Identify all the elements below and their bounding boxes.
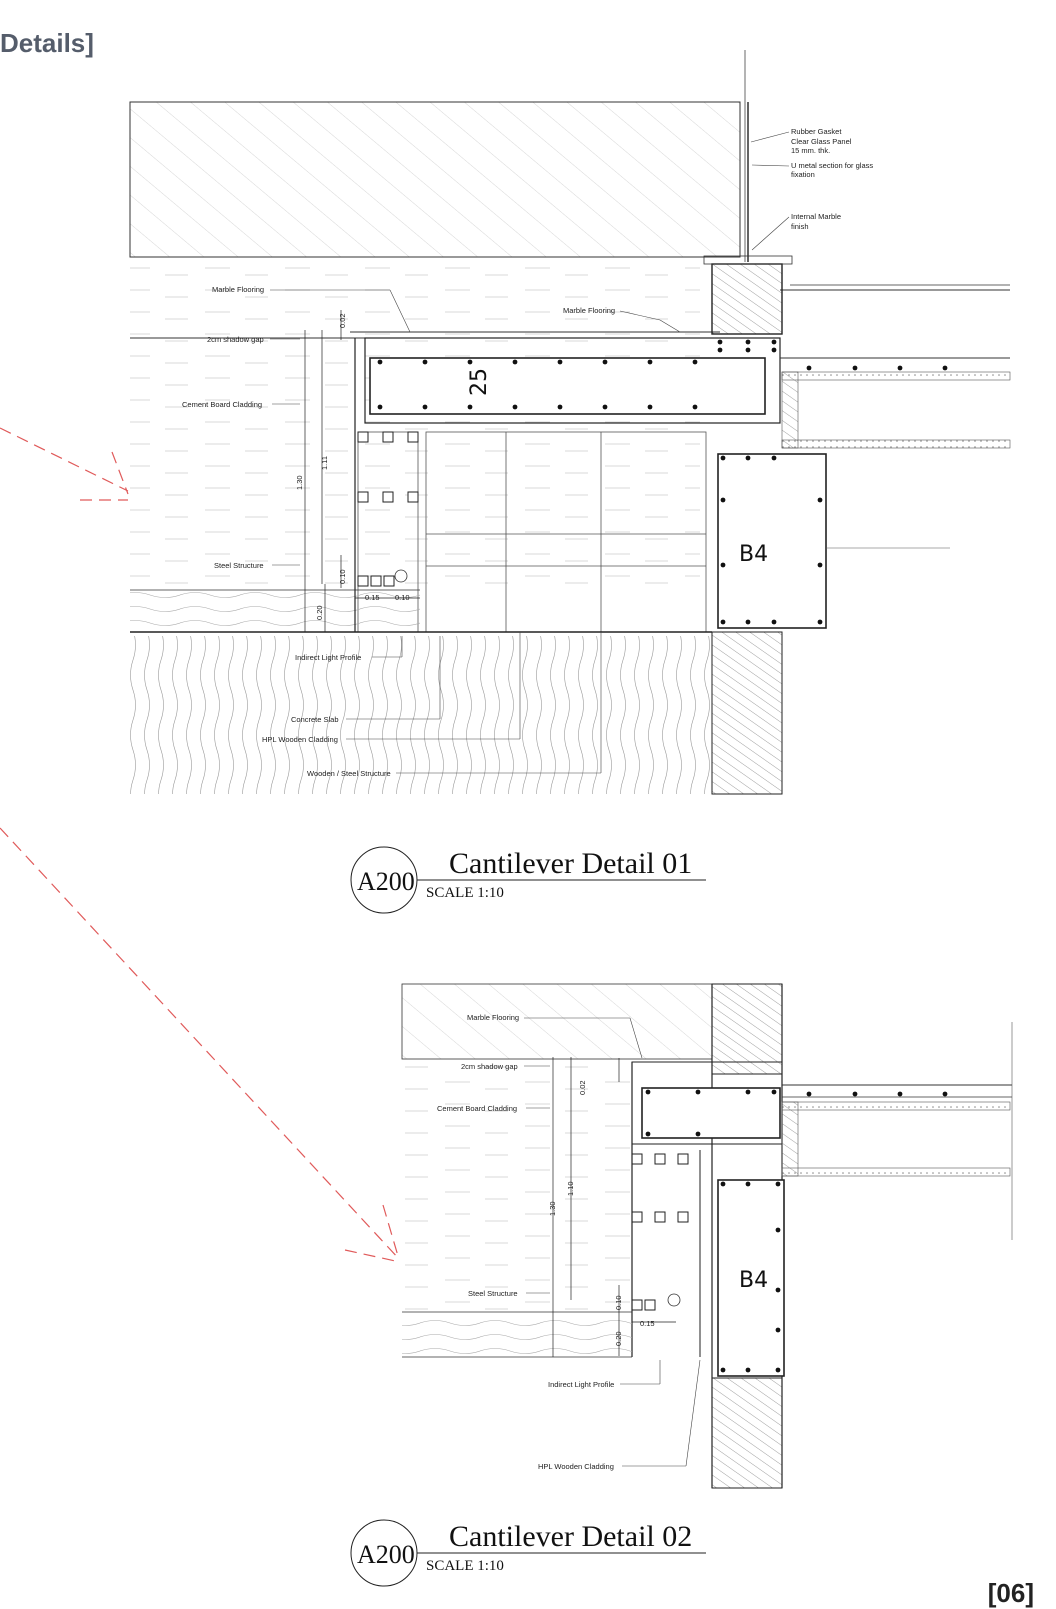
detail-02-labels: Marble Flooring 2cm shadow gap Cement Bo… — [437, 1013, 768, 1471]
dim-0-10-vertical: 0.10 — [338, 569, 347, 584]
label-d2-steel-structure: Steel Structure — [468, 1289, 518, 1298]
label-d2-cement-board: Cement Board Cladding — [437, 1104, 517, 1113]
detail-02-title-block: A200 Cantilever Detail 02 SCALE 1:10 — [350, 1519, 706, 1587]
detail-01-title: Cantilever Detail 01 — [449, 847, 692, 880]
label-d2-marble-flooring: Marble Flooring — [467, 1013, 519, 1022]
label-marble-flooring-right: Marble Flooring — [563, 306, 615, 315]
label-d2-indirect-light: Indirect Light Profile — [548, 1380, 614, 1389]
dim-d2-0-10: 0.10 — [614, 1295, 623, 1310]
beam-tag-b4-d2: B4 — [739, 1268, 768, 1293]
page-title: Details] — [0, 28, 94, 58]
label-wood-steel: Wooden / Steel Structure — [307, 769, 391, 778]
label-cement-board: Cement Board Cladding — [182, 400, 262, 409]
label-internal-marble: Internal Marble — [791, 212, 841, 221]
dim-d2-1-30: 1.30 — [548, 1201, 557, 1216]
detail-02-drawing — [401, 983, 1013, 1489]
detail-01-code: A200 — [357, 867, 415, 896]
annotation-arrows — [0, 427, 401, 1263]
label-hpl-cladding: HPL Wooden Cladding — [262, 735, 338, 744]
label-steel-structure: Steel Structure — [214, 561, 264, 570]
label-clear-glass: Clear Glass Panel — [791, 137, 852, 146]
beam-tag-b4: B4 — [739, 542, 768, 567]
label-d2-shadow-gap: 2cm shadow gap — [461, 1062, 518, 1071]
detail-02-title: Cantilever Detail 02 — [449, 1520, 692, 1553]
dim-0-15: 0.15 — [365, 593, 380, 602]
dim-d2-0-20: 0.20 — [614, 1331, 623, 1346]
dim-1-11: 1.11 — [320, 456, 329, 470]
label-u-metal: U metal section for glass — [791, 161, 873, 170]
detail-02-scale: SCALE 1:10 — [426, 1558, 504, 1574]
dim-d2-0-15: 0.15 — [640, 1319, 655, 1328]
dim-0-02: 0.02 — [338, 313, 347, 328]
label-u-metal-fixation: fixation — [791, 170, 815, 179]
detail-02-code: A200 — [357, 1540, 415, 1569]
label-internal-marble-finish: finish — [791, 222, 809, 231]
dim-d2-0-02: 0.02 — [578, 1080, 587, 1095]
detail-01-labels: Marble Flooring Marble Flooring 2cm shad… — [182, 127, 873, 778]
dim-0-20: 0.20 — [315, 605, 324, 620]
page-number: [06] — [987, 1578, 1034, 1608]
dim-d2-1-10: 1.10 — [566, 1181, 575, 1196]
label-rubber-gasket: Rubber Gasket — [791, 127, 842, 136]
label-concrete-slab: Concrete Slab — [291, 715, 339, 724]
detail-01-scale: SCALE 1:10 — [426, 885, 504, 901]
detail-01-title-block: A200 Cantilever Detail 01 SCALE 1:10 — [350, 846, 706, 914]
label-d2-hpl-cladding: HPL Wooden Cladding — [538, 1462, 614, 1471]
beam-depth-label: 25 — [467, 368, 492, 396]
dim-1-30: 1.30 — [295, 475, 304, 490]
label-indirect-light: Indirect Light Profile — [295, 653, 361, 662]
label-glass-thickness: 15 mm. thk. — [791, 146, 830, 155]
label-shadow-gap: 2cm shadow gap — [207, 335, 264, 344]
label-marble-flooring-left: Marble Flooring — [212, 285, 264, 294]
detail-01-drawing — [129, 50, 1011, 795]
dim-0-10-horizontal: 0.10 — [395, 593, 410, 602]
